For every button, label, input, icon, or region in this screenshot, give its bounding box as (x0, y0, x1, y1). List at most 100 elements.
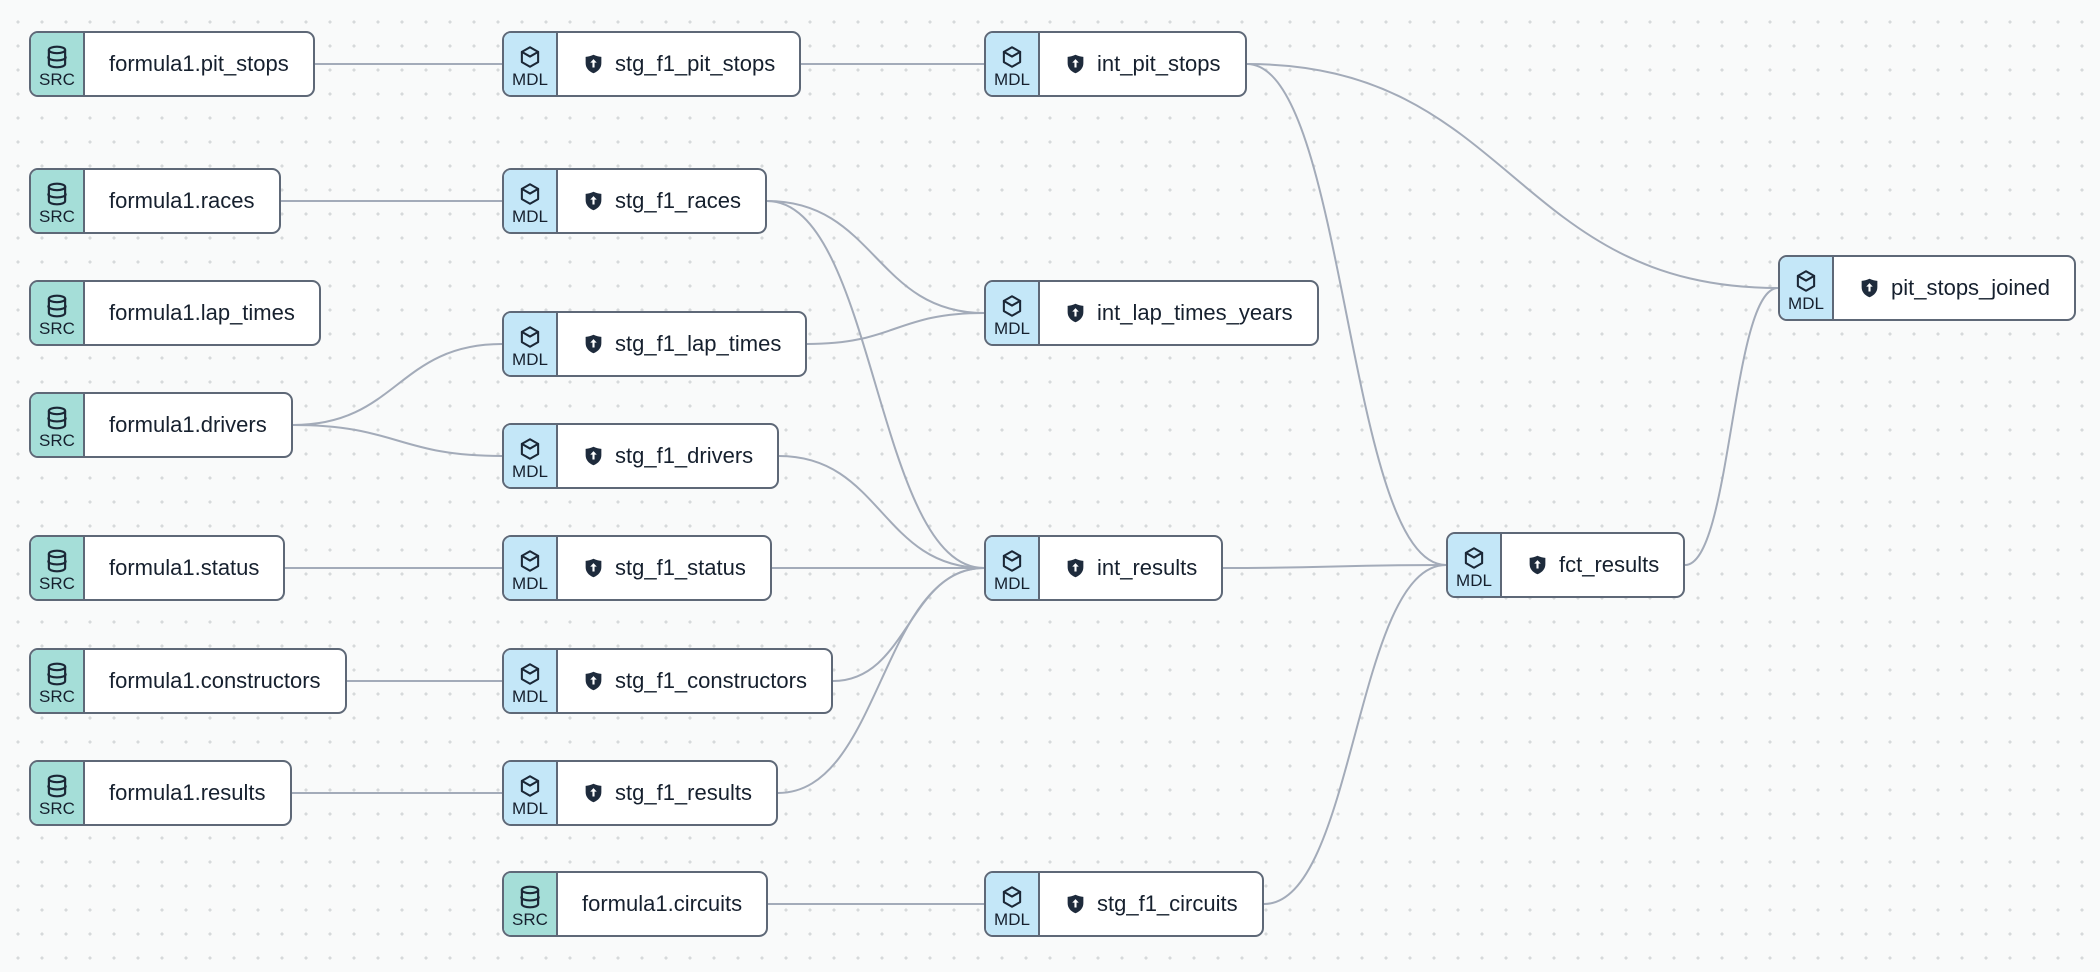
model-badge: MDL (986, 33, 1040, 95)
node-kind-label: MDL (1788, 293, 1824, 313)
node-formula1-circuits[interactable]: SRC formula1.circuits (502, 871, 769, 937)
model-badge: MDL (504, 313, 558, 375)
node-label: stg_f1_pit_stops (615, 51, 776, 76)
database-icon (44, 661, 70, 687)
cube-icon (517, 324, 543, 350)
lineage-edge (292, 343, 503, 426)
node-stg-f1-status[interactable]: MDL stg_f1_status (502, 535, 772, 601)
node-formula1-pit-stops[interactable]: SRC formula1.pit_stops (29, 31, 315, 97)
node-stg-f1-pit-stops[interactable]: MDL stg_f1_pit_stops (502, 31, 802, 97)
node-label: formula1.lap_times (109, 300, 295, 325)
database-icon (44, 44, 70, 70)
node-stg-f1-constructors[interactable]: MDL stg_f1_constructors (502, 648, 833, 714)
node-label: int_lap_times_years (1097, 300, 1293, 325)
shield-icon (1526, 554, 1549, 577)
cube-icon (1793, 268, 1819, 294)
node-label: stg_f1_lap_times (615, 331, 782, 356)
shield-icon (1064, 557, 1087, 580)
node-int-results[interactable]: MDL int_results (984, 535, 1224, 601)
lineage-edge (1246, 63, 1779, 289)
database-icon (44, 773, 70, 799)
model-badge: MDL (986, 873, 1040, 935)
source-badge: SRC (31, 394, 85, 456)
node-label: formula1.results (109, 780, 266, 805)
node-formula1-lap-times[interactable]: SRC formula1.lap_times (29, 280, 321, 346)
cube-icon (999, 884, 1025, 910)
lineage-edge (292, 424, 503, 457)
node-label: stg_f1_constructors (615, 668, 807, 693)
source-badge: SRC (31, 762, 85, 824)
database-icon (44, 293, 70, 319)
model-badge: MDL (504, 170, 558, 232)
shield-icon (582, 53, 605, 76)
source-badge: SRC (31, 33, 85, 95)
model-badge: MDL (986, 282, 1040, 344)
lineage-edge (1222, 564, 1447, 569)
source-badge: SRC (31, 170, 85, 232)
node-kind-label: MDL (512, 798, 548, 818)
shield-icon (582, 670, 605, 693)
source-badge: SRC (31, 282, 85, 344)
node-kind-label: SRC (39, 686, 75, 706)
node-stg-f1-lap-times[interactable]: MDL stg_f1_lap_times (502, 311, 808, 377)
lineage-edge (806, 312, 985, 345)
shield-icon (582, 333, 605, 356)
node-kind-label: SRC (39, 206, 75, 226)
cube-icon (999, 44, 1025, 70)
node-formula1-status[interactable]: SRC formula1.status (29, 535, 286, 601)
source-badge: SRC (31, 650, 85, 712)
source-badge: SRC (504, 873, 558, 935)
model-badge: MDL (504, 537, 558, 599)
node-label: formula1.races (109, 188, 255, 213)
node-stg-f1-circuits[interactable]: MDL stg_f1_circuits (984, 871, 1264, 937)
node-label: pit_stops_joined (1891, 275, 2051, 300)
node-label: stg_f1_races (615, 188, 741, 213)
lineage-edge (832, 567, 985, 682)
node-label: stg_f1_status (615, 555, 746, 580)
node-kind-label: MDL (994, 909, 1030, 929)
node-kind-label: MDL (512, 206, 548, 226)
node-fct-results[interactable]: MDL fct_results (1446, 532, 1686, 598)
shield-icon (1064, 893, 1087, 916)
cube-icon (517, 44, 543, 70)
node-int-lap-times-years[interactable]: MDL int_lap_times_years (984, 280, 1319, 346)
node-stg-f1-races[interactable]: MDL stg_f1_races (502, 168, 767, 234)
node-kind-label: MDL (512, 461, 548, 481)
node-label: fct_results (1559, 552, 1660, 577)
node-kind-label: SRC (39, 798, 75, 818)
node-int-pit-stops[interactable]: MDL int_pit_stops (984, 31, 1247, 97)
lineage-edge (1263, 564, 1447, 905)
node-stg-f1-drivers[interactable]: MDL stg_f1_drivers (502, 423, 780, 489)
node-kind-label: SRC (512, 909, 548, 929)
node-formula1-results[interactable]: SRC formula1.results (29, 760, 292, 826)
node-formula1-constructors[interactable]: SRC formula1.constructors (29, 648, 347, 714)
shield-icon (582, 445, 605, 468)
node-kind-label: SRC (39, 573, 75, 593)
node-label: stg_f1_circuits (1097, 891, 1238, 916)
node-formula1-races[interactable]: SRC formula1.races (29, 168, 281, 234)
cube-icon (517, 181, 543, 207)
database-icon (517, 884, 543, 910)
node-kind-label: MDL (994, 573, 1030, 593)
node-kind-label: MDL (512, 686, 548, 706)
database-icon (44, 548, 70, 574)
node-label: formula1.drivers (109, 412, 267, 437)
shield-icon (582, 782, 605, 805)
node-label: formula1.constructors (109, 668, 321, 693)
lineage-edge (766, 200, 985, 569)
shield-icon (1858, 277, 1881, 300)
node-label: formula1.pit_stops (109, 51, 289, 76)
model-badge: MDL (504, 425, 558, 487)
lineage-edge (766, 200, 985, 314)
node-formula1-drivers[interactable]: SRC formula1.drivers (29, 392, 293, 458)
node-label: formula1.circuits (582, 891, 743, 916)
cube-icon (517, 548, 543, 574)
model-badge: MDL (504, 650, 558, 712)
node-stg-f1-results[interactable]: MDL stg_f1_results (502, 760, 778, 826)
node-kind-label: MDL (994, 69, 1030, 89)
node-pit-stops-joined[interactable]: MDL pit_stops_joined (1778, 255, 2077, 321)
database-icon (44, 405, 70, 431)
node-kind-label: MDL (994, 318, 1030, 338)
